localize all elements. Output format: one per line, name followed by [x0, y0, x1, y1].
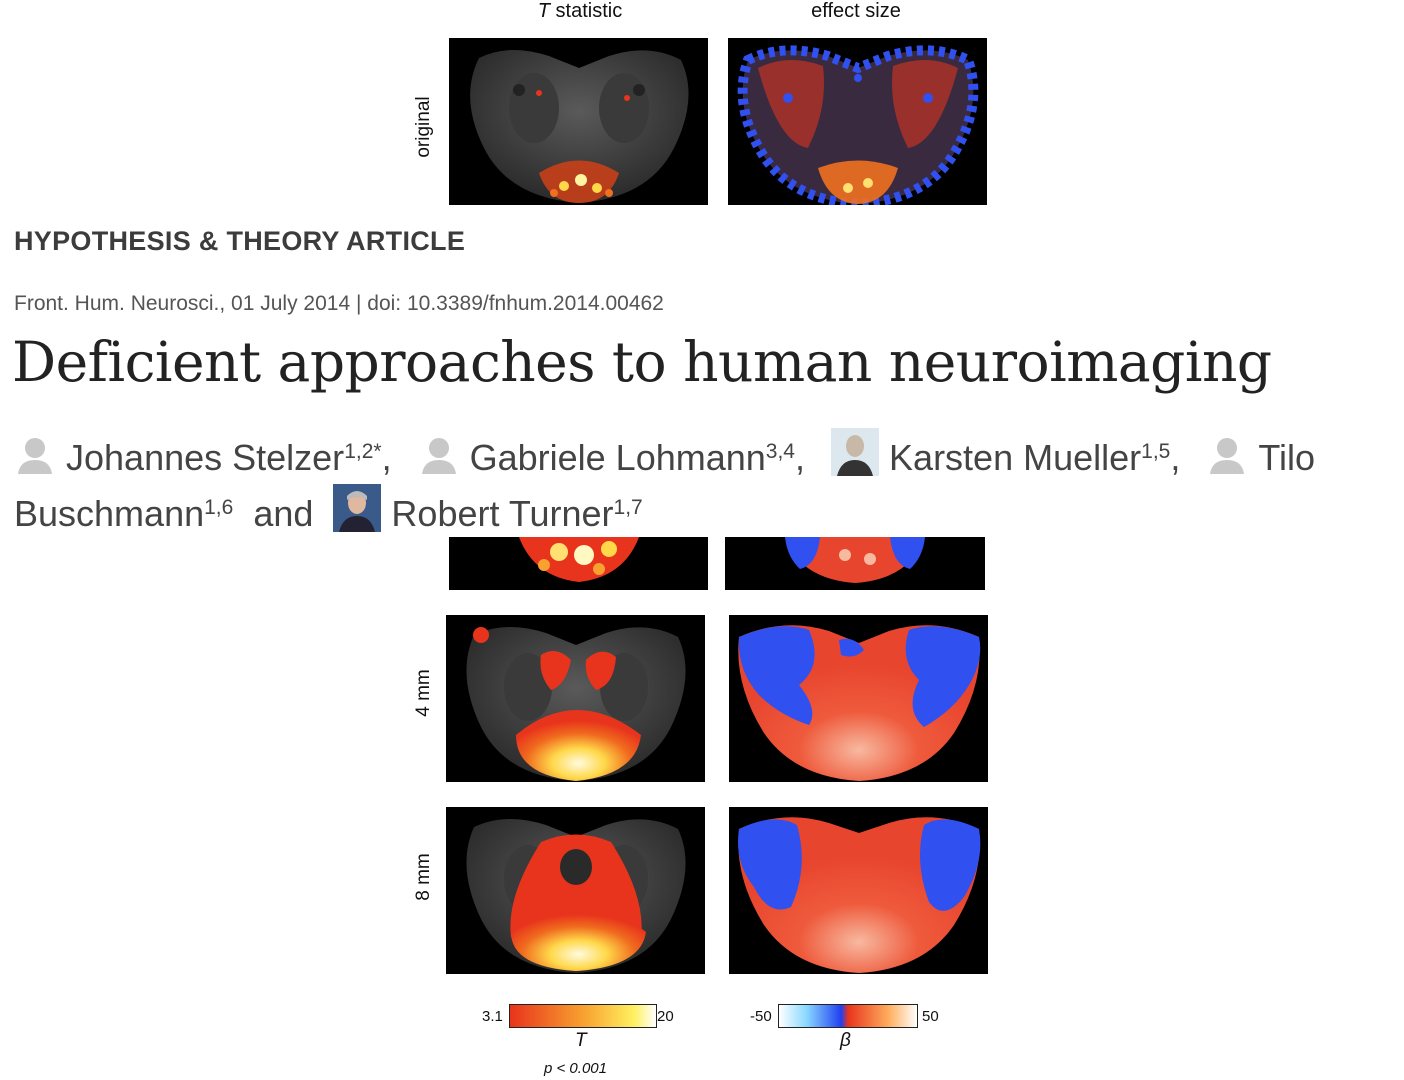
colorbar-t-min: 3.1	[482, 1008, 503, 1025]
author-gabriele-lohmann[interactable]: Gabriele Lohmann3,4,	[418, 437, 815, 478]
colorbar-t-symbol: T	[575, 1030, 587, 1051]
row-label-original: original	[413, 96, 434, 158]
article-type-label: HYPOTHESIS & THEORY ARTICLE	[14, 226, 466, 256]
column-header-t-statistic: T statistic	[537, 0, 623, 22]
brain-panel-4mm-effect-size	[729, 615, 988, 782]
author-list: Johannes Stelzer1,2*, Gabriele Lohmann3,…	[14, 428, 1394, 540]
colorbar-beta-min: -50	[750, 1008, 772, 1025]
article-citation-meta: Front. Hum. Neurosci., 01 July 2014 | do…	[14, 292, 664, 315]
row-label-8mm: 8 mm	[413, 853, 434, 901]
brain-panel-original-t-statistic	[449, 38, 708, 205]
brain-panel-8mm-effect-size	[729, 807, 988, 974]
article-title: Deficient approaches to human neuroimagi…	[12, 330, 1272, 394]
user-silhouette-icon	[1206, 434, 1248, 476]
author-photo	[831, 428, 880, 476]
author-tilo-buschmann[interactable]: Buschmann1,6	[14, 493, 234, 534]
author-photo	[333, 484, 382, 532]
brain-panel-partial-t-statistic	[449, 537, 708, 590]
brain-panel-4mm-t-statistic	[446, 615, 705, 782]
colorbar-t-threshold-note: p < 0.001	[544, 1060, 607, 1077]
author-karsten-mueller[interactable]: Karsten Mueller1,5,	[831, 428, 1190, 478]
user-silhouette-icon	[14, 434, 56, 476]
colorbar-effect-size	[778, 1004, 918, 1028]
colorbar-beta-max: 50	[922, 1008, 939, 1025]
author-tilo-buschmann-first[interactable]: Tilo	[1206, 437, 1315, 478]
colorbar-t-max: 20	[657, 1008, 674, 1025]
author-johannes-stelzer[interactable]: Johannes Stelzer1,2*,	[14, 437, 402, 478]
colorbar-t-statistic	[509, 1004, 657, 1028]
colorbar-beta-symbol: β	[840, 1030, 851, 1051]
brain-panel-original-effect-size	[728, 38, 987, 205]
user-silhouette-icon	[418, 434, 460, 476]
brain-panel-8mm-t-statistic	[446, 807, 705, 974]
row-label-4mm: 4 mm	[413, 669, 434, 717]
author-robert-turner[interactable]: Robert Turner1,7	[333, 484, 643, 534]
brain-panel-partial-effect-size	[725, 537, 985, 590]
column-header-effect-size: effect size	[811, 0, 901, 22]
author-conjunction: and	[253, 493, 314, 534]
